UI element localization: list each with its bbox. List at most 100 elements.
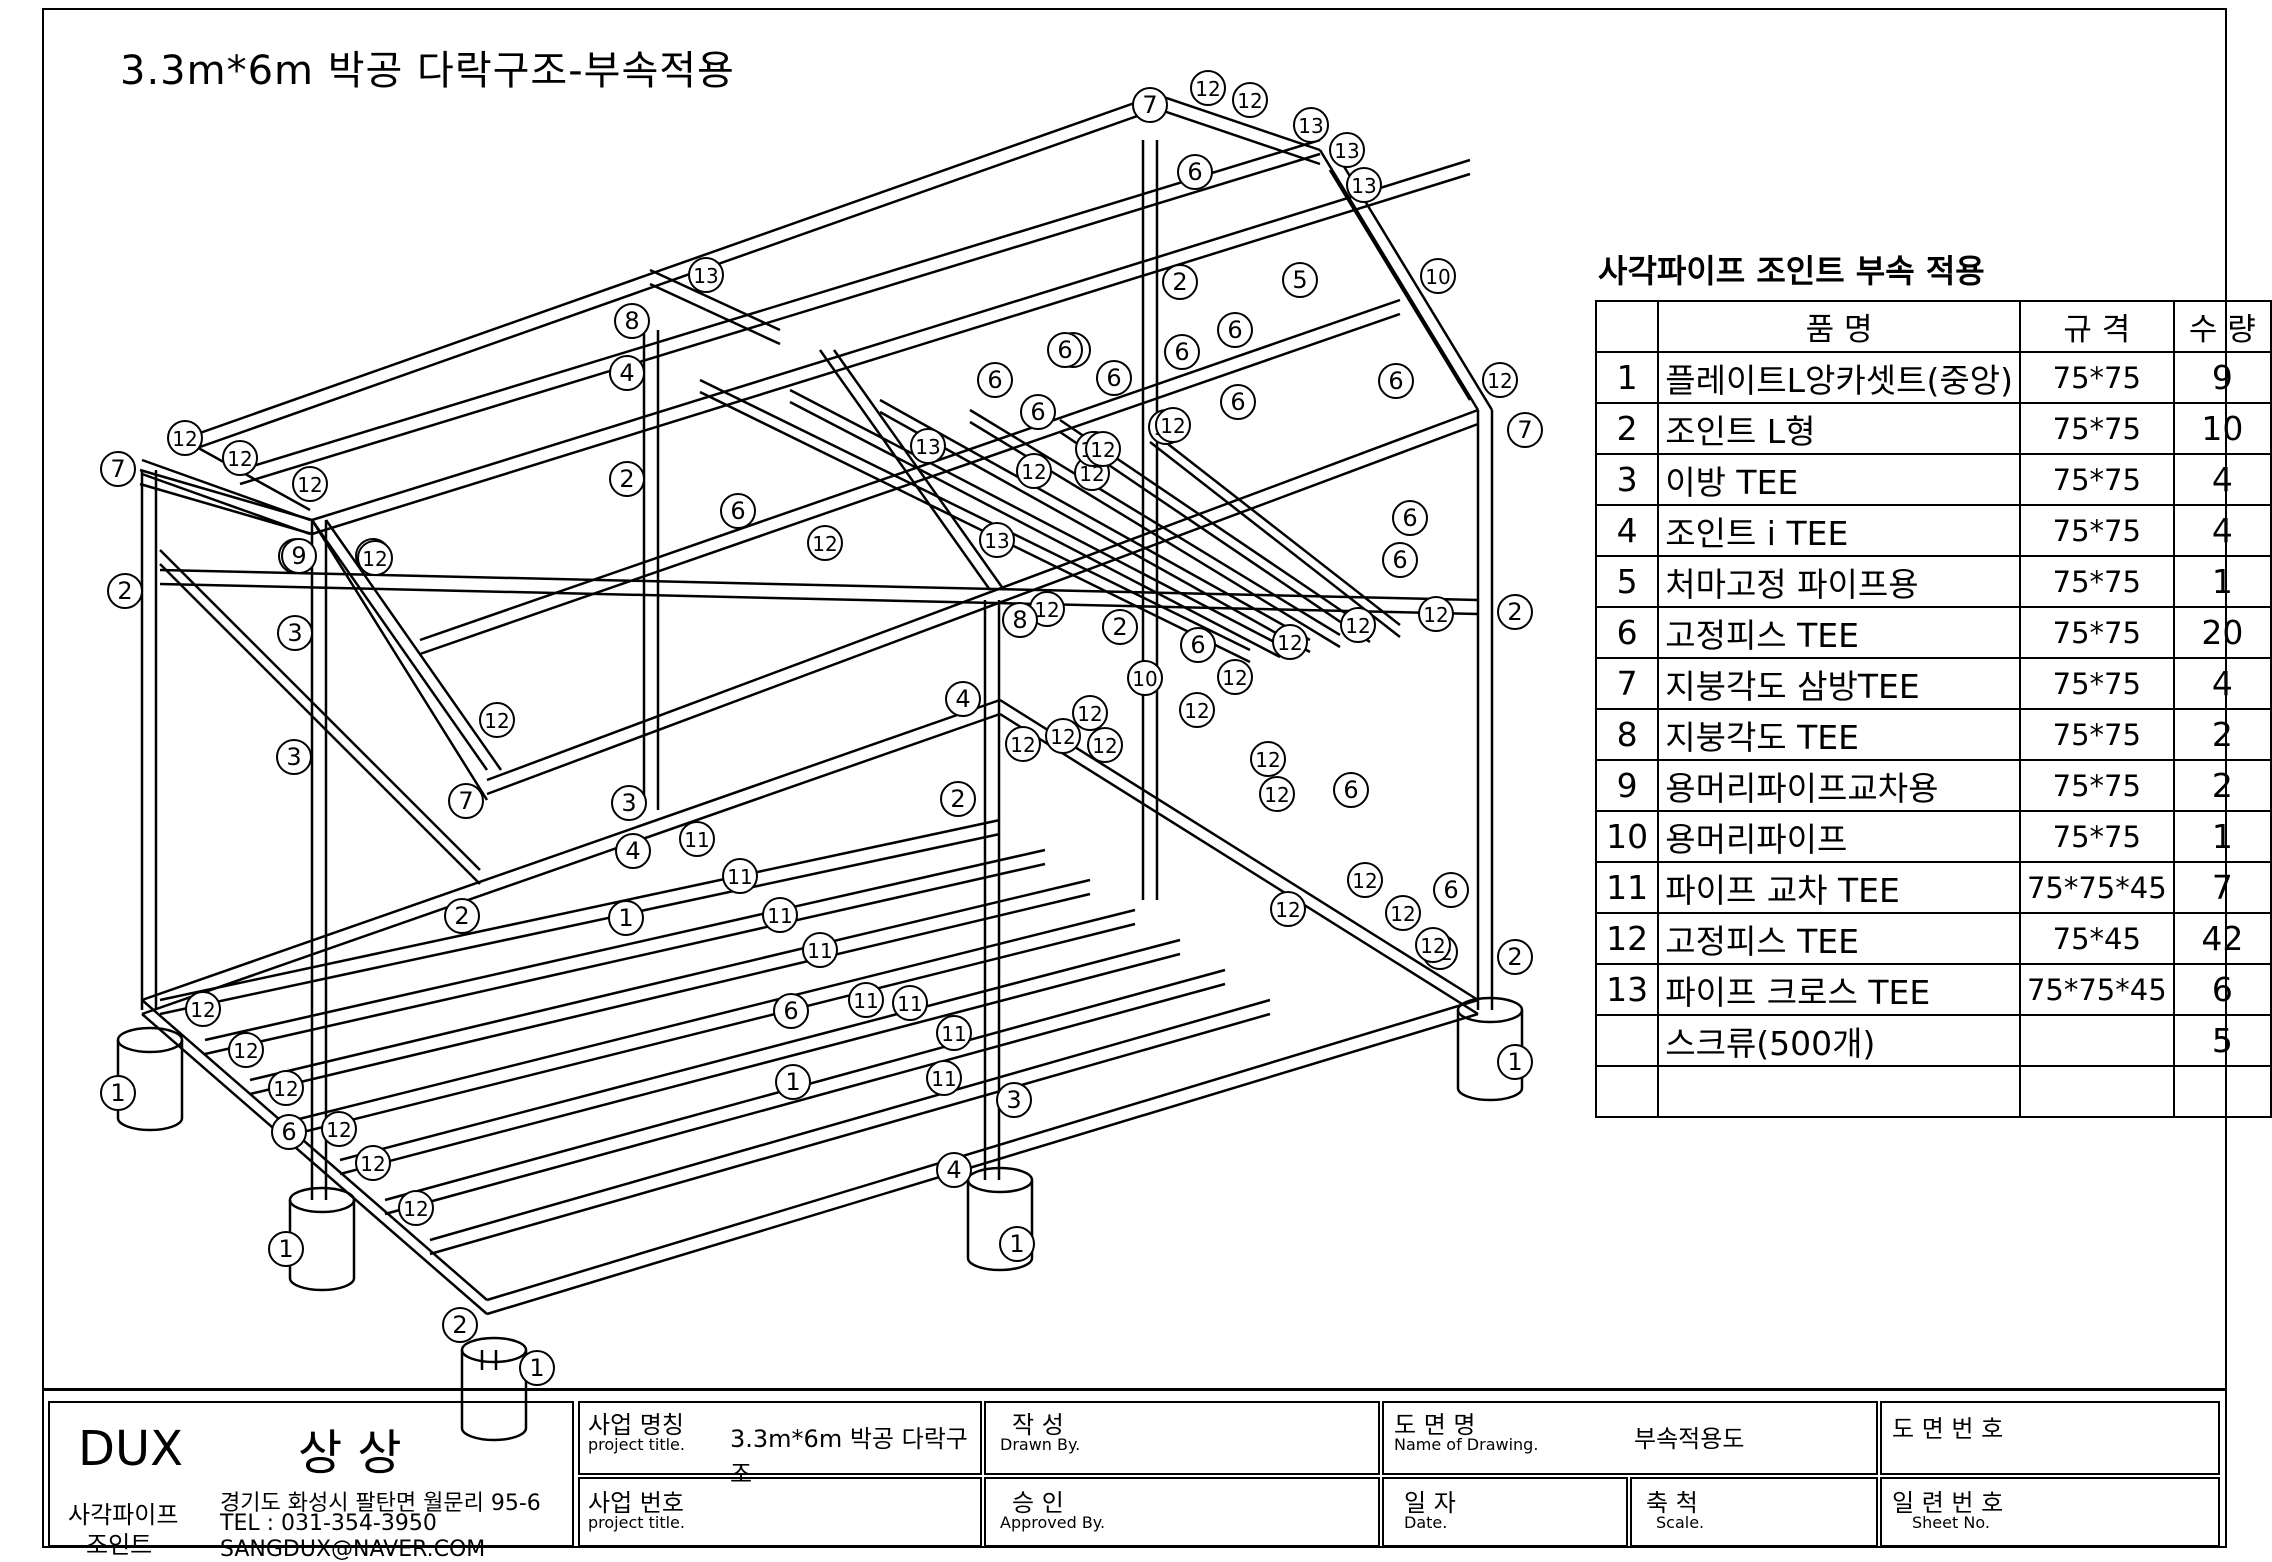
parts-cell-name: 조인트 i TEE <box>1657 504 2021 557</box>
drawing-no-cell: 도 면 번 호 <box>1880 1401 2220 1475</box>
parts-row: 스크류(500개)5 <box>1594 1014 2272 1067</box>
callout-circle <box>1220 384 1256 420</box>
parts-cell-qty: 1 <box>2172 810 2272 863</box>
callout-circle <box>228 1032 264 1068</box>
company-line2: 조인트 <box>86 1531 153 1559</box>
callout-label: 6 <box>1343 776 1358 804</box>
callout-circle <box>1378 363 1414 399</box>
floor-joist <box>339 952 1181 1176</box>
callout-circle <box>892 985 928 1021</box>
mid-beam <box>159 582 1479 616</box>
callout-6: 6 <box>977 362 1013 398</box>
callout-11: 11 <box>926 1060 962 1096</box>
callout-12: 12 <box>1347 862 1383 898</box>
callout-6: 6 <box>1180 627 1216 663</box>
pier-bottom <box>116 1117 184 1132</box>
callout-circle <box>1162 264 1198 300</box>
cross-member <box>649 268 781 332</box>
parts-cell-num: 12 <box>1594 912 1660 965</box>
callout-circle <box>1127 660 1163 696</box>
callout-6: 6 <box>1164 334 1200 370</box>
callout-label: 12 <box>1160 414 1185 438</box>
floor-edge <box>141 698 1001 1002</box>
callout-circle <box>398 1190 434 1226</box>
parts-cell-name: 고정피스 TEE <box>1657 912 2021 965</box>
callout-6: 6 <box>720 493 756 529</box>
floor-edge <box>141 712 1001 1016</box>
callout-12: 12 <box>1272 624 1308 660</box>
callout-label: 12 <box>273 1077 298 1101</box>
roof-purlin <box>419 298 1401 642</box>
callout-circle <box>1190 70 1226 106</box>
callout-2: 2 <box>1497 939 1533 975</box>
callout-circle <box>1382 542 1418 578</box>
callout-circle <box>910 428 946 464</box>
parts-cell-spec <box>2018 1014 2175 1067</box>
parts-cell-num: 10 <box>1594 810 1660 863</box>
callout-label: 12 <box>1050 725 1075 749</box>
callout-4: 4 <box>945 681 981 717</box>
callout-circle <box>281 538 317 574</box>
floor-joist <box>159 832 1001 1016</box>
callout-label: 4 <box>946 1156 961 1184</box>
parts-cell-num: 1 <box>1594 351 1660 404</box>
cross-member <box>818 349 992 591</box>
callout-circle <box>1259 776 1295 812</box>
sheet-label: 일 련 번 호 <box>1892 1489 2004 1517</box>
callout-13: 13 <box>1293 107 1329 143</box>
front-eave <box>141 458 311 522</box>
callout-circle <box>1497 939 1533 975</box>
parts-cell-num <box>1594 1065 1660 1118</box>
callout-4: 4 <box>609 355 645 391</box>
parts-cell-qty: 5 <box>2172 1014 2272 1067</box>
parts-cell-num: 11 <box>1594 861 1660 914</box>
callout-label: 3 <box>621 789 636 817</box>
callout-circle <box>448 783 484 819</box>
floor-joist <box>339 938 1181 1162</box>
callout-11: 11 <box>802 932 838 968</box>
floor-edge <box>486 1012 1479 1316</box>
gable-rafter <box>310 519 489 771</box>
callout-6: 6 <box>1382 542 1418 578</box>
callout-label: 12 <box>1222 666 1247 690</box>
callout-circle <box>1155 407 1191 443</box>
gable-rafter <box>1318 149 1480 411</box>
callout-4: 4 <box>936 1152 972 1188</box>
gable-beam <box>1142 88 1321 152</box>
callout-6: 6 <box>1333 772 1369 808</box>
callout-label: 11 <box>853 989 878 1013</box>
callout-circle <box>1282 262 1318 298</box>
callout-label: 6 <box>783 997 798 1025</box>
parts-cell-qty: 6 <box>2172 963 2272 1016</box>
callout-label: 10 <box>1425 265 1450 289</box>
callout-12: 12 <box>357 540 393 576</box>
callout-12: 12 <box>1029 591 1065 627</box>
callout-circle <box>611 785 647 821</box>
floor-joist <box>204 862 1046 1056</box>
callout-circle <box>1179 692 1215 728</box>
callout-circle <box>1085 431 1121 467</box>
pier <box>288 1186 356 1214</box>
parts-cell-name: 지붕각도 TEE <box>1657 708 2021 761</box>
callout-circle <box>762 897 798 933</box>
callout-1: 1 <box>775 1064 811 1100</box>
front-eave <box>141 472 311 536</box>
drawing-title: 3.3m*6m 박공 다락구조-부속적용 <box>120 48 735 94</box>
parts-cell-qty: 2 <box>2172 708 2272 761</box>
callout-12: 12 <box>268 1070 304 1106</box>
pier-bottom <box>288 1277 356 1292</box>
upper-joist <box>789 400 1281 659</box>
callout-10: 10 <box>1127 660 1163 696</box>
callout-circle <box>107 573 143 609</box>
project-no-cell: 사업 번호 project title. <box>578 1477 982 1547</box>
floor-joist <box>159 818 1001 1002</box>
callout-12: 12 <box>167 420 203 456</box>
callout-label: 6 <box>1230 388 1245 416</box>
callout-label: 4 <box>619 359 634 387</box>
parts-cell-name: 플레이트L앙카셋트(중앙) <box>1657 351 2021 404</box>
callout-circle <box>936 1152 972 1188</box>
project-name-label: 사업 명칭 <box>588 1411 684 1439</box>
callout-label: 12 <box>1237 89 1262 113</box>
callout-label: 12 <box>1277 631 1302 655</box>
